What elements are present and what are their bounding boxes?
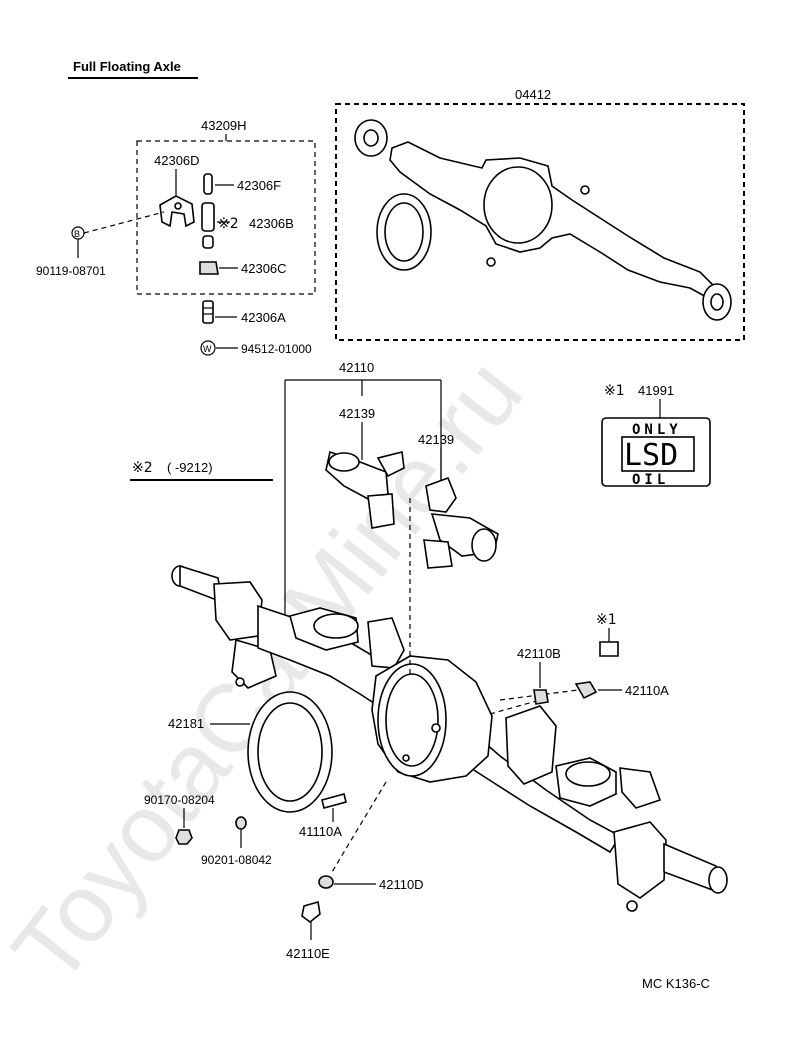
note1-marker-plate: ※1: [596, 612, 617, 628]
note2-marker: ※2: [132, 460, 153, 476]
main-axle-housing-drawing: [171, 564, 728, 912]
note2-marker-42306B: ※2: [218, 216, 239, 232]
stud-41110A: [321, 793, 347, 809]
diagram-title: Full Floating Axle: [73, 59, 181, 74]
gasket-42181: [247, 691, 333, 813]
label-41110A: 41110A: [299, 824, 342, 839]
kit-box-04412: [335, 103, 745, 341]
label-42306D: 42306D: [154, 153, 200, 168]
label-42110D: 42110D: [379, 877, 424, 892]
kit-box-43209H: [136, 140, 316, 295]
circle-w-letter: W: [203, 344, 212, 354]
label-94512-01000: 94512-01000: [241, 342, 312, 356]
label-42110B: 42110B: [517, 646, 561, 661]
label-90201-08042: 90201-08042: [201, 853, 272, 867]
plug-42110B: [533, 689, 549, 705]
nut-90170: [175, 829, 193, 845]
gasket-42110D: [318, 875, 334, 889]
circle-b-letter: B: [74, 229, 80, 239]
note1-marker-41991: ※1: [604, 383, 625, 399]
bracket-42306D: [159, 195, 195, 228]
note2-range: ( -9212): [167, 460, 213, 475]
axle-housing-kit-drawing: [354, 119, 732, 321]
label-42306B: 42306B: [249, 216, 294, 231]
circle-w-icon: [200, 340, 216, 356]
label-43209H: 43209H: [201, 118, 247, 133]
hanger-42139-left: [325, 450, 405, 529]
label-42181: 42181: [168, 716, 204, 731]
label-90170-08204: 90170-08204: [144, 793, 215, 807]
lsd-plate-bottom: OIL: [632, 472, 669, 488]
tube-42306B: [201, 202, 215, 249]
label-42306A: 42306A: [241, 310, 286, 325]
washer-90201: [235, 816, 247, 830]
leader-dash-90119: [83, 211, 165, 234]
clip-42306C: [199, 261, 219, 275]
label-41991: 41991: [638, 383, 674, 398]
label-90119-08701: 90119-08701: [36, 264, 106, 278]
bolt-42306A: [202, 300, 214, 324]
lsd-plate-top: ONLY: [632, 422, 682, 438]
label-42139-left: 42139: [339, 406, 375, 421]
figure-code: MC K136-C: [642, 976, 710, 991]
label-42110E: 42110E: [286, 946, 330, 961]
label-42306F: 42306F: [237, 178, 281, 193]
label-42110A: 42110A: [625, 683, 669, 698]
lsd-plate: [601, 417, 711, 487]
plug-42110A: [574, 681, 598, 700]
small-label-plate: [599, 641, 619, 657]
hanger-42139-right: [423, 476, 499, 569]
lsd-plate-middle: LSD: [624, 438, 678, 473]
label-42306C: 42306C: [241, 261, 287, 276]
label-04412: 04412: [515, 87, 551, 102]
pin-42306F: [203, 173, 213, 195]
lsd-plate-inner-box: [621, 436, 695, 472]
label-42139-right: 42139: [418, 432, 454, 447]
label-42110: 42110: [339, 360, 374, 375]
drain-plug-42110E: [301, 900, 321, 924]
